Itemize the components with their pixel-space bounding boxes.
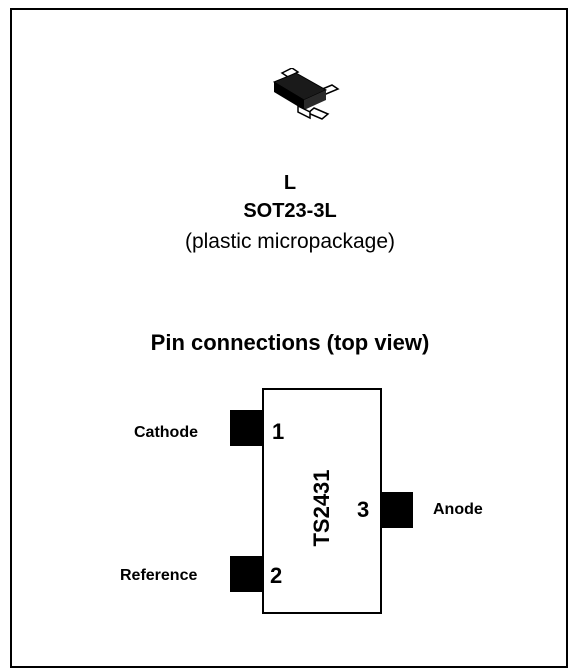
- pin-1-number: 1: [272, 419, 285, 444]
- pin-3-pad: [381, 492, 413, 528]
- pin-2-label: Reference: [120, 567, 198, 584]
- package-letter: L: [283, 172, 297, 194]
- pin-1-pad: [230, 410, 263, 446]
- package-description: (plastic micropackage): [184, 230, 396, 253]
- pin-3-label: Anode: [433, 501, 483, 518]
- pin-1-label: Cathode: [134, 424, 198, 441]
- chip-body: [262, 388, 382, 614]
- chip-name: TS2431: [309, 469, 334, 547]
- pin-2-number: 2: [270, 563, 283, 588]
- pin-connections-title: Pin connections (top view): [150, 330, 430, 355]
- pin-3-number: 3: [357, 497, 370, 522]
- pin-2-pad: [230, 556, 263, 592]
- sot23-package-icon: [272, 68, 340, 120]
- package-name: SOT23-3L: [243, 200, 337, 222]
